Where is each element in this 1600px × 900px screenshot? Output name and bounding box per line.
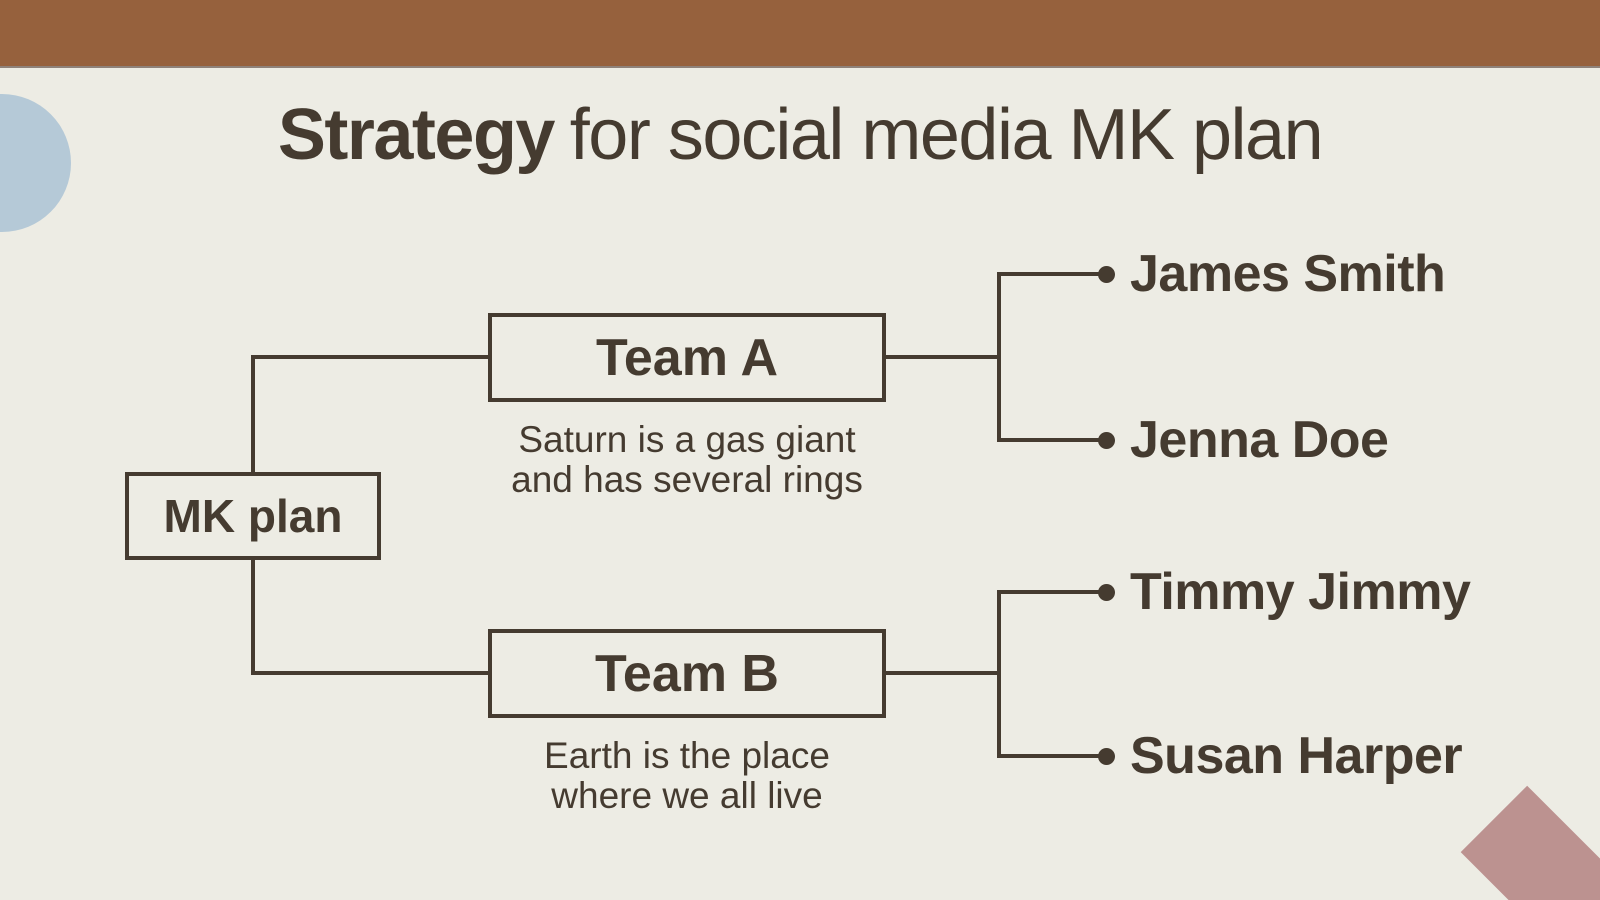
- connector-team-b-out: [886, 671, 1001, 675]
- connector-root-to-team-b-horizontal: [251, 671, 488, 675]
- connector-team-b-member-2: [997, 754, 1106, 758]
- connector-root-to-team-b-vertical: [251, 560, 255, 675]
- connector-team-a-out: [886, 355, 1001, 359]
- connector-team-a-member-2: [997, 438, 1106, 442]
- node-team-b: Team B: [488, 629, 886, 718]
- connector-root-to-team-a-horizontal: [251, 355, 488, 359]
- bullet-dot: [1098, 432, 1115, 449]
- connector-root-to-team-a-vertical: [251, 355, 255, 472]
- corner-ribbon-decoration: [1460, 785, 1600, 900]
- team-b-description-line-1: Earth is the place: [544, 735, 830, 776]
- slide-title-rest: for social media MK plan: [569, 95, 1324, 175]
- node-mk-plan: MK plan: [125, 472, 381, 560]
- connector-team-b-member-1: [997, 590, 1106, 594]
- team-b-description-line-2: where we all live: [551, 775, 823, 816]
- bullet-dot: [1098, 266, 1115, 283]
- node-team-b-label: Team B: [595, 644, 779, 703]
- connector-team-a-member-1: [997, 272, 1106, 276]
- slide-title-emphasis: Strategy: [277, 95, 556, 175]
- member-name-jenna-doe: Jenna Doe: [1130, 411, 1389, 469]
- team-a-description-line-1: Saturn is a gas giant: [518, 419, 856, 460]
- connector-team-a-split: [997, 272, 1001, 442]
- bullet-dot: [1098, 584, 1115, 601]
- team-a-description-line-2: and has several rings: [511, 459, 863, 500]
- top-bar-decoration: [0, 0, 1600, 68]
- node-team-a-label: Team A: [595, 328, 779, 387]
- member-name-susan-harper: Susan Harper: [1130, 727, 1463, 785]
- connector-team-b-split: [997, 590, 1001, 758]
- node-team-a: Team A: [488, 313, 886, 402]
- team-b-description: Earth is the place where we all live: [488, 736, 886, 816]
- team-a-description: Saturn is a gas giant and has several ri…: [488, 420, 886, 500]
- node-mk-plan-label: MK plan: [163, 490, 343, 542]
- member-name-timmy-jimmy: Timmy Jimmy: [1130, 563, 1471, 621]
- bullet-dot: [1098, 748, 1115, 765]
- member-name-james-smith: James Smith: [1130, 245, 1446, 303]
